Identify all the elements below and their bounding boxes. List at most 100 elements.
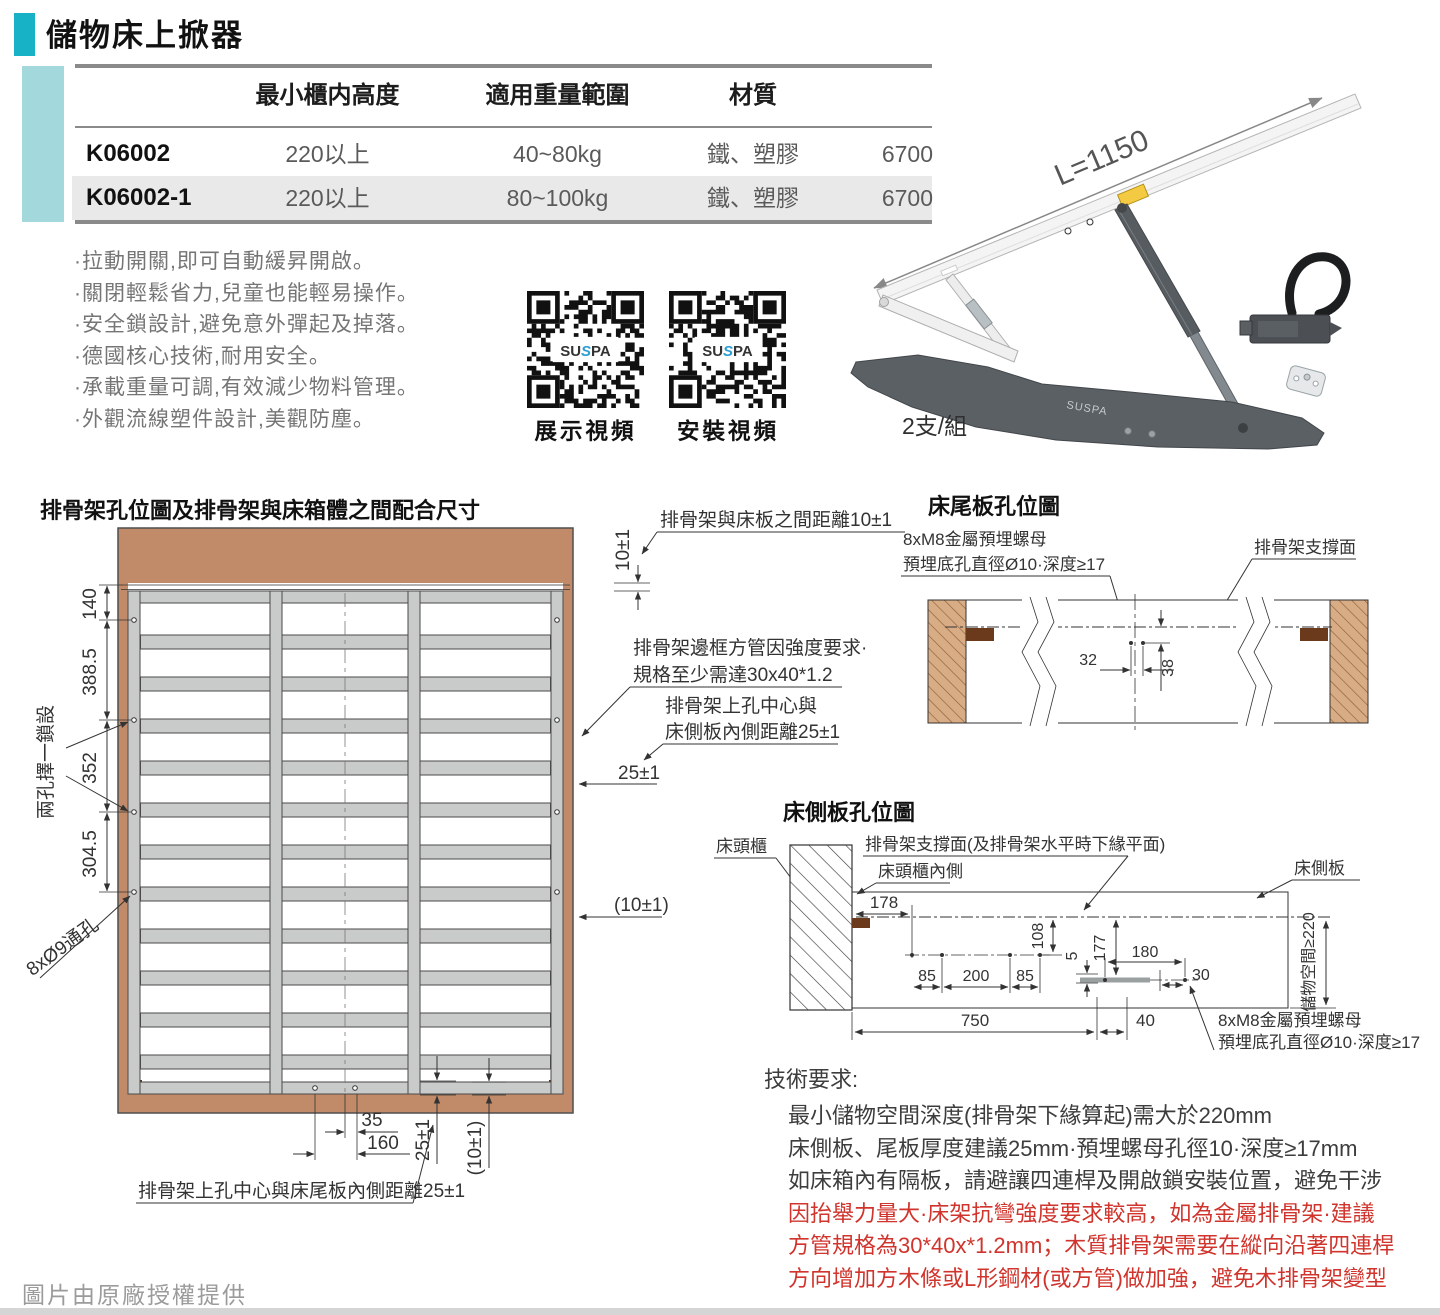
bar-hole [1064, 227, 1072, 235]
base-bracket [850, 354, 1325, 450]
column-header: 材質 [729, 82, 777, 109]
column-header: 最小櫃内高度 [255, 82, 400, 109]
break-gap [1022, 596, 1058, 727]
dim-label: (10±1) [465, 1121, 486, 1176]
qr-code-install-video: SUSPA [669, 291, 786, 408]
qr-label-demo: 展示視頻 [534, 419, 637, 444]
slat-frame-diagram: 排骨架孔位圖及排骨架與床箱體之間配合尺寸 140 38 [22, 498, 905, 1204]
break-line [1037, 596, 1057, 727]
leader [65, 775, 129, 812]
table-cell: 220以上 [285, 185, 370, 211]
product-photo: L=1150 SUSPA 2支/組 [850, 93, 1362, 450]
tail-board-diagram: 床尾板孔位圖 8xM8金屬預埋螺母 預埋底孔直徑Ø10·深度≥17 排骨架支撐面… [901, 494, 1369, 730]
screw-hole [910, 953, 914, 957]
screw-hole [940, 953, 944, 957]
frame-hole [554, 617, 560, 623]
leader [1083, 855, 1129, 911]
length-dimension-label: L=1150 [1050, 123, 1154, 192]
bottom-dimensions: 35 160 25±1 (10±1) [293, 1056, 506, 1175]
diagram-title: 床側板孔位圖 [783, 800, 915, 825]
leader [65, 721, 129, 749]
dim-label: 10±1 [613, 529, 634, 571]
slat [140, 844, 551, 860]
dim-label: 85 [918, 968, 936, 985]
headboard-label: 床頭櫃 [716, 837, 767, 856]
dim-label: 750 [961, 1011, 989, 1030]
dim-label: 180 [1132, 944, 1159, 961]
link-arm-front [878, 294, 1019, 363]
gap-callout: 排骨架與床板之間距離10±1 [660, 509, 892, 531]
slat [140, 1012, 551, 1028]
bed-box-inner [128, 583, 563, 1094]
lock-detail [1258, 321, 1298, 337]
feature-item: ·關閉輕鬆省力,兒童也能輕易操作。 [74, 281, 419, 305]
screw-hole [1141, 641, 1145, 645]
title-accent-bar [14, 13, 35, 56]
slat-frame-section [852, 918, 870, 928]
frame-rail-inner [407, 590, 421, 1095]
frame-hole [352, 1085, 358, 1091]
qr-logo-plate [552, 336, 619, 363]
dim-label: 178 [870, 893, 898, 912]
slat [140, 760, 551, 776]
board-end-hatch [927, 599, 967, 724]
break-line [1253, 596, 1273, 727]
dim-label: 40 [1136, 1011, 1155, 1030]
lock-tab [1239, 320, 1253, 336]
leader [581, 686, 631, 737]
dim-label: 388.5 [80, 648, 101, 696]
dim-label: (10±1) [614, 895, 669, 916]
side-board [851, 891, 1289, 1009]
qr-code-demo-video: SUSPA [527, 291, 644, 408]
feature-item: ·承載重量可調,有效減少物料管理。 [74, 376, 419, 399]
feature-item: ·德國核心技術,耐用安全。 [74, 344, 331, 368]
leader [412, 1124, 435, 1204]
warning-sticker [1116, 183, 1150, 208]
slat [140, 928, 551, 944]
pivot [879, 297, 889, 307]
spring [965, 298, 993, 330]
rod-end-pivot [1238, 423, 1248, 433]
feature-list: ·拉動開關,即可自動緩昇開啟。 ·關閉輕鬆省力,兒童也能輕易操作。 ·安全鎖設計… [74, 246, 419, 435]
frame-hole [131, 617, 137, 623]
screw-hole [1008, 953, 1012, 957]
diagram-title: 床尾板孔位圖 [928, 494, 1060, 519]
gas-strut-cylinder [1114, 203, 1201, 338]
technical-drawings: 排骨架孔位圖及排骨架與床箱體之間配合尺寸 140 38 [22, 494, 1420, 1204]
break-line [1021, 596, 1041, 727]
board-end-hatch [1329, 599, 1369, 724]
slat [140, 676, 551, 692]
tech-warning-line: 方向增加方木條或L形鋼材(或方管)做加強，避免木排骨架變型 [788, 1265, 1387, 1291]
frame-hole [312, 1085, 318, 1091]
slat-frame-section [966, 628, 994, 641]
leader [643, 743, 664, 761]
left-dimension-chain: 140 388.5 352 304.5 [80, 584, 131, 893]
dim-label: 177 [1092, 935, 1109, 962]
tech-warning-line: 因抬舉力量大·床架抗彎強度要求較高，如為金屬排骨架·建議 [788, 1200, 1375, 1226]
slat [140, 970, 551, 986]
dim-label: 30 [1192, 967, 1210, 984]
strut-highlight [1119, 211, 1193, 336]
break-gap [1238, 596, 1274, 727]
table-cell-model: K06002 [86, 140, 171, 167]
strut-end-cap [1117, 203, 1127, 213]
frame-rail-left [127, 590, 141, 1095]
frame-hole [131, 809, 137, 815]
bar-ridge [879, 103, 1359, 301]
dim-label: 85 [1016, 968, 1034, 985]
dim-label: 304.5 [80, 830, 101, 878]
diagram-title: 排骨架孔位圖及排骨架與床箱體之間配合尺寸 [40, 498, 480, 523]
frame-hole [131, 717, 137, 723]
tech-warning-line: 方管規格為30*40x*1.2mm；木質排骨架需要在縱向沿著四連桿 [788, 1233, 1395, 1258]
tail-distance-callout: 排骨架上孔中心與床尾板內側距離25±1 [138, 1180, 465, 1202]
support-face-label: 排骨架支撐面 [1254, 538, 1356, 557]
pull-strap [1285, 252, 1351, 319]
slat [140, 718, 551, 734]
lock-hook [1330, 322, 1342, 336]
side-board-diagram: 床側板孔位圖 床頭櫃 排骨架支撐面(及排骨架水平時下緣平面) 床頭櫃內側 床側板… [714, 800, 1420, 1052]
bar-slot [940, 264, 959, 277]
frame-holes [131, 617, 560, 1091]
frame-hole [554, 889, 560, 895]
table-rule-top [75, 64, 932, 68]
dim-label: 35 [361, 1110, 382, 1131]
